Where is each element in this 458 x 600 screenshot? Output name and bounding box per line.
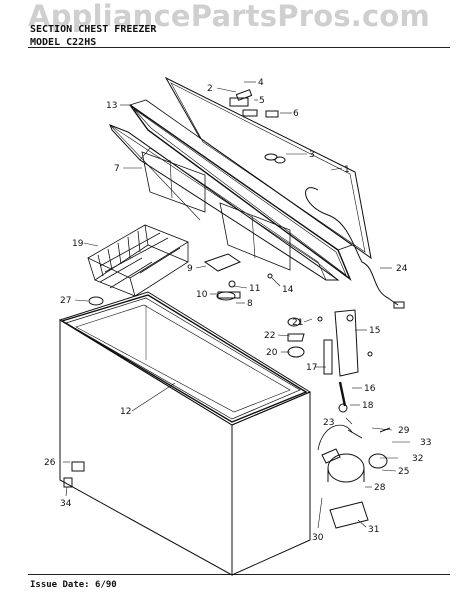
callout-9: 9 [187,264,193,274]
plug-icon [393,301,405,309]
callout-20: 20 [266,348,278,358]
cabinet-plug [88,296,104,306]
thermostat-assembly [287,309,373,413]
model-label: MODEL [30,37,61,48]
callout-27: 27 [60,296,71,306]
callout-34: 34 [60,499,72,509]
lid-gasket [129,99,353,282]
callout-24: 24 [396,264,408,274]
callout-13: 13 [106,101,117,111]
callout-8: 8 [247,299,253,309]
callout-23: 23 [323,418,334,428]
callout-6: 6 [293,109,299,119]
cabinet [58,291,312,576]
callout-12: 12 [120,407,131,417]
compressor-assembly [317,424,391,529]
model-line: MODEL C22HS [30,37,96,48]
lid-liner [109,124,340,281]
section-label: SECTION [30,24,73,35]
callout-7: 7 [114,164,120,174]
callout-11: 11 [249,284,260,294]
callout-25: 25 [398,467,409,477]
footer-rule [28,574,450,575]
callout-3: 3 [309,150,315,160]
lid-outer-panel [164,76,372,260]
power-cord [305,187,399,306]
callout-15: 15 [369,326,380,336]
watermark: AppliancePartsPros.com [28,0,430,32]
callout-21: 21 [292,318,303,328]
latch-parts [203,253,273,301]
callout-5: 5 [259,96,265,106]
section-value: CHEST FREEZER [78,24,157,35]
section-line: SECTION CHEST FREEZER [30,24,156,35]
callout-1: 1 [344,165,350,175]
issue-date: Issue Date: 6/90 [30,580,117,590]
leader-lines [63,81,410,529]
callout-numbers: 1 2 3 4 5 6 7 8 9 10 11 12 13 14 15 16 1… [44,78,431,543]
callout-17: 17 [306,363,317,373]
callout-14: 14 [282,285,294,295]
drain-plug [71,461,85,472]
callout-18: 18 [362,401,374,411]
lid-hinge-hardware [229,89,286,164]
callout-32: 32 [412,454,423,464]
callout-29: 29 [398,426,410,436]
callout-10: 10 [196,290,208,300]
callout-33: 33 [420,438,431,448]
callout-16: 16 [364,384,376,394]
header-rule [28,47,450,48]
callout-30: 30 [312,533,324,543]
drain-cap [63,477,73,488]
breaker-strip [60,294,308,423]
callout-31: 31 [368,525,379,535]
callout-22: 22 [264,331,275,341]
wire-basket [87,224,189,297]
callout-2: 2 [207,84,213,94]
callout-19: 19 [72,239,84,249]
model-value: C22HS [66,37,97,48]
callout-4: 4 [258,78,264,88]
callout-28: 28 [374,483,386,493]
callout-26: 26 [44,458,56,468]
